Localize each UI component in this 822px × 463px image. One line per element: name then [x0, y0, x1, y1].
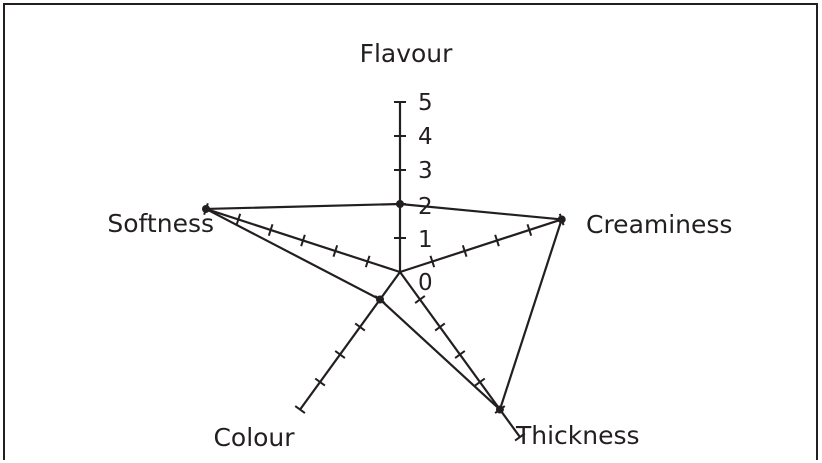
data-point-flavour: [396, 200, 404, 208]
tick-thickness-2: [434, 322, 446, 332]
tick-softness-3: [300, 234, 306, 247]
axis-line-creaminess: [399, 218, 563, 274]
tick-label-2: 2: [418, 194, 433, 220]
tick-softness-4: [267, 223, 274, 236]
tick-softness-2: [332, 244, 339, 258]
tick-creaminess-4: [526, 223, 533, 236]
tick-creaminess-2: [461, 244, 468, 258]
tick-creaminess-1: [429, 255, 436, 268]
tick-label-1: 1: [418, 227, 433, 253]
data-point-colour: [376, 295, 385, 304]
tick-thickness-3: [454, 350, 466, 359]
axis-label-thickness: Thickness: [515, 421, 640, 450]
ticks-group: [203, 101, 565, 442]
axis-line-colour: [299, 271, 401, 411]
tick-thickness-4: [474, 377, 486, 387]
axis-label-softness: Softness: [107, 209, 214, 238]
data-point-softness: [201, 204, 210, 213]
axis-label-flavour: Flavour: [360, 39, 454, 68]
tick-colour-4: [314, 377, 326, 387]
data-point-creaminess: [557, 215, 566, 224]
tick-colour-2: [354, 322, 366, 332]
tick-label-4: 4: [418, 124, 433, 150]
tick-creaminess-3: [494, 234, 500, 247]
tick-thickness-6: [514, 432, 526, 442]
tick-softness-5: [235, 213, 242, 226]
tick-label-0: 0: [418, 270, 433, 296]
axis-label-creaminess: Creaminess: [586, 210, 732, 239]
tick-label-5: 5: [418, 90, 433, 116]
tick-colour-3: [334, 350, 346, 359]
tick-thickness-1: [414, 295, 426, 304]
tick-colour-5: [294, 405, 306, 414]
axis-label-colour: Colour: [213, 423, 295, 452]
tick-softness-1: [364, 255, 371, 268]
data-polygon: [205, 202, 564, 412]
data-point-thickness: [495, 405, 504, 414]
chart-frame: [3, 3, 818, 460]
tick-label-3: 3: [418, 158, 433, 184]
data-group: [201, 200, 566, 414]
